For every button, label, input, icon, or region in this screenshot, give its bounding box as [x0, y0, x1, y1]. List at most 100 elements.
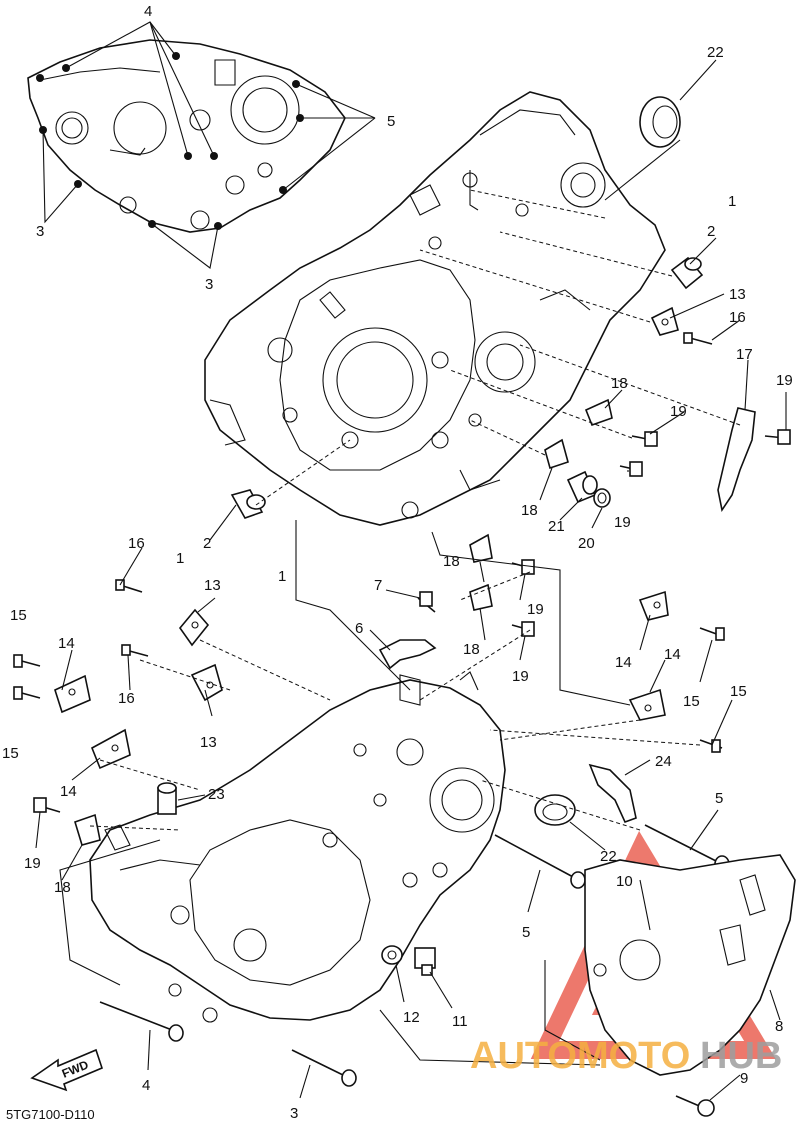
callout-17: 17 — [736, 346, 753, 363]
callout-4-top: 4 — [144, 3, 152, 20]
callout-5-bottom: 5 — [522, 924, 530, 941]
oil-seal-22-bottom — [534, 794, 576, 826]
oil-seal-22-top — [639, 96, 681, 148]
clip-18-d — [469, 583, 493, 611]
washer-12 — [381, 945, 403, 965]
bolt-19-b — [631, 431, 658, 447]
callout-9: 9 — [740, 1070, 748, 1087]
callout-20: 20 — [578, 535, 595, 552]
callout-22-top: 22 — [707, 44, 724, 61]
dowel-23 — [157, 782, 177, 815]
screw-16-b — [115, 579, 143, 593]
callout-1-left: 1 — [176, 550, 184, 567]
screw-15-d — [13, 686, 41, 700]
callout-13-left-lower: 13 — [200, 734, 217, 751]
callout-5-top: 5 — [387, 113, 395, 130]
guide-17 — [717, 407, 756, 513]
plate-13-a — [650, 306, 679, 336]
callout-14-right-top: 14 — [615, 654, 632, 671]
clamp-6 — [378, 639, 437, 670]
right-crankcase-half — [204, 91, 666, 526]
callout-16-top: 16 — [729, 309, 746, 326]
plate-14-b — [628, 688, 666, 721]
callout-4-bottom: 4 — [142, 1077, 150, 1094]
dowel-pin-2-upper — [670, 256, 704, 290]
callout-10: 10 — [616, 873, 633, 890]
callout-8: 8 — [775, 1018, 783, 1035]
callout-14-right-bottom: 14 — [664, 646, 681, 663]
callout-22-bottom: 22 — [600, 848, 617, 865]
callout-14-left-bottom: 14 — [60, 783, 77, 800]
callout-19-right: 19 — [776, 372, 793, 389]
screw-16-c — [121, 644, 149, 657]
left-crankcase-half — [89, 671, 506, 1023]
callout-16-left-lower: 16 — [118, 690, 135, 707]
diagram-code: 5TG7100-D110 — [6, 1107, 95, 1122]
bolt-19-a — [764, 429, 791, 445]
callout-11: 11 — [452, 1013, 468, 1030]
callout-19-center-top: 19 — [527, 601, 544, 618]
callout-24: 24 — [655, 753, 672, 770]
callout-13-top: 13 — [729, 286, 746, 303]
callout-15-right-bottom: 15 — [730, 683, 747, 700]
callout-13-left: 13 — [204, 577, 221, 594]
plate-14-c — [54, 674, 91, 714]
callout-23: 23 — [208, 786, 225, 803]
fwd-arrow: FWD — [30, 1048, 103, 1092]
callout-6: 6 — [355, 620, 363, 637]
screw-16-a — [683, 332, 713, 345]
watermark-brand-right: HUB — [700, 1035, 782, 1077]
plug-11 — [414, 947, 436, 976]
cover-10-8 — [584, 854, 796, 1076]
dowel-pin-2-lower — [230, 489, 266, 519]
left-crankcase-bolt-map — [27, 21, 376, 269]
bolt-19-d — [511, 559, 535, 575]
callout-19-left: 19 — [24, 855, 41, 872]
clip-18-e — [74, 813, 101, 846]
clip-18-a — [584, 398, 613, 427]
callout-16-left: 16 — [128, 535, 145, 552]
o-ring-20 — [593, 488, 611, 508]
bolt-4-bottom — [99, 1001, 184, 1042]
callout-21: 21 — [548, 518, 565, 535]
callout-19-center-bottom: 19 — [512, 668, 529, 685]
callout-1-top: 1 — [728, 193, 736, 210]
callout-15-left-top: 15 — [10, 607, 27, 624]
clip-18-c — [469, 533, 493, 563]
watermark-text: AUTOMOTO HUB — [470, 1035, 782, 1077]
plate-13-b — [178, 608, 210, 647]
callout-7: 7 — [374, 577, 382, 594]
callout-3-bottom: 3 — [290, 1105, 298, 1122]
callout-14-left-top: 14 — [58, 635, 75, 652]
callout-19-lower: 19 — [614, 514, 631, 531]
screw-15-a — [699, 627, 725, 641]
bolt-3-bottom — [291, 1049, 357, 1087]
callout-3-left: 3 — [36, 223, 44, 240]
callout-labels: 4 5 3 3 22 1 2 13 16 17 19 18 19 19 18 2… — [2, 3, 793, 1122]
callout-19-mid: 19 — [670, 403, 687, 420]
callout-1-center: 1 — [278, 568, 286, 585]
callout-12: 12 — [403, 1009, 420, 1026]
callout-15-right-top: 15 — [683, 693, 700, 710]
callout-18-center-top: 18 — [443, 553, 460, 570]
leader-lines — [35, 59, 787, 1101]
callout-2-left: 2 — [203, 535, 211, 552]
callout-3-bottom-left: 3 — [205, 276, 213, 293]
callout-15-left-bottom: 15 — [2, 745, 19, 762]
screw-15-c — [13, 654, 41, 668]
callout-2-top: 2 — [707, 223, 715, 240]
hose-holder-24 — [588, 763, 637, 824]
watermark-brand-left: AUTOMOTO — [470, 1035, 690, 1077]
bolt-19-c — [619, 461, 643, 477]
callout-18-left: 18 — [54, 879, 71, 896]
plate-14-a — [638, 590, 669, 621]
bolt-19-e — [511, 621, 535, 637]
clip-18-b — [544, 438, 569, 470]
bolt-19-f — [33, 797, 61, 813]
bolt-9 — [675, 1095, 715, 1117]
callout-18-center-bottom: 18 — [463, 641, 480, 658]
callout-5-right: 5 — [715, 790, 723, 807]
screw-15-b — [699, 739, 723, 753]
callout-18-mid: 18 — [521, 502, 538, 519]
